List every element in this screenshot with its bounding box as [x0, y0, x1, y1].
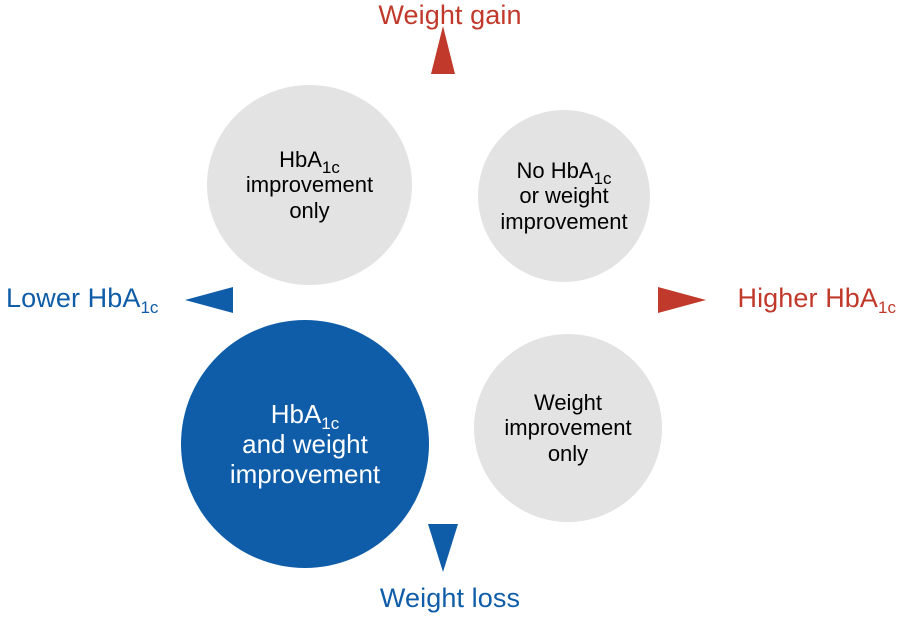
- arrow-up-icon: [431, 26, 455, 74]
- axis-label-weight-loss: Weight loss: [0, 585, 900, 612]
- bubble-line-1: Weight: [533, 389, 603, 415]
- bubble-line-1-subscript: 1c: [321, 157, 340, 177]
- axis-label-lower-hba1c-subscript: 1c: [140, 298, 159, 317]
- bubble-no-hba1c-or-weight-improvement: No HbA1c or weight improvement: [478, 110, 650, 282]
- axis-label-weight-gain-text: Weight gain: [378, 0, 522, 30]
- axis-label-higher-hba1c-text: Higher HbA: [737, 283, 879, 313]
- bubble-hba1c-improvement-only-text: HbA1c improvement only: [240, 147, 379, 224]
- bubble-line-3: improvement: [229, 459, 381, 490]
- arrow-left-icon: [185, 287, 233, 313]
- bubble-line-3: only: [289, 197, 330, 223]
- arrow-down-icon: [428, 524, 458, 572]
- bubble-line-1: HbA: [270, 398, 322, 429]
- axis-label-lower-hba1c-text: Lower HbA: [6, 283, 141, 313]
- bubble-weight-improvement-only: Weight improvement only: [474, 334, 662, 522]
- bubble-hba1c-and-weight-improvement: HbA1c and weight improvement: [181, 320, 429, 568]
- bubble-line-1-subscript: 1c: [593, 168, 612, 188]
- axis-label-higher-hba1c-subscript: 1c: [878, 298, 896, 317]
- axis-label-lower-hba1c: Lower HbA1c: [6, 283, 158, 317]
- bubble-line-2: and weight: [242, 428, 368, 459]
- bubble-line-1: HbA: [279, 146, 322, 172]
- bubble-no-hba1c-or-weight-improvement-text: No HbA1c or weight improvement: [494, 158, 633, 235]
- bubble-hba1c-improvement-only: HbA1c improvement only: [207, 85, 412, 285]
- arrow-right-icon: [658, 287, 706, 313]
- bubble-line-2: improvement: [245, 172, 374, 198]
- bubble-line-2: improvement: [504, 415, 632, 441]
- bubble-weight-improvement-only-text: Weight improvement only: [498, 390, 637, 467]
- axis-label-weight-loss-text: Weight loss: [379, 583, 521, 613]
- bubble-line-1-subscript: 1c: [321, 413, 340, 433]
- axis-label-higher-hba1c: Higher HbA1c: [737, 283, 896, 317]
- bubble-hba1c-and-weight-improvement-text: HbA1c and weight improvement: [224, 399, 386, 489]
- axis-label-weight-gain: Weight gain: [0, 2, 900, 29]
- bubble-line-3: improvement: [500, 208, 628, 234]
- bubble-line-1: No HbA: [516, 157, 594, 183]
- bubble-line-2: or weight: [519, 183, 609, 209]
- bubble-line-3: only: [547, 440, 589, 466]
